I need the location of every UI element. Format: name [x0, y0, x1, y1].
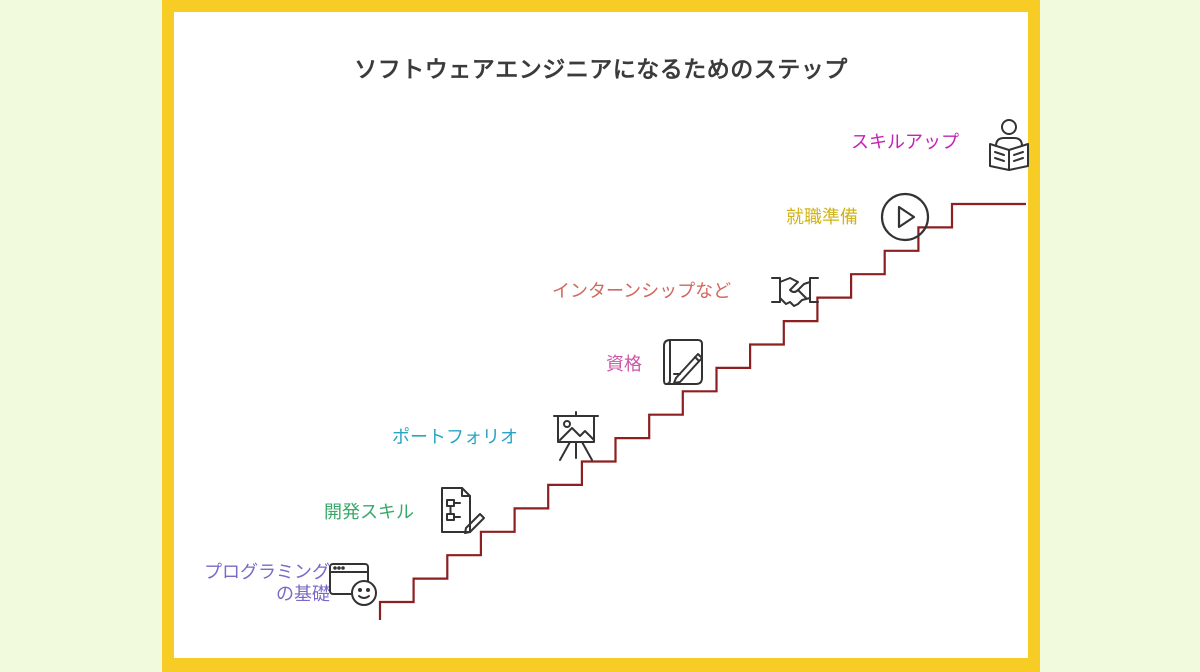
diagram-title: ソフトウェアエンジニアになるためのステップ	[354, 57, 848, 83]
step-label-development-skills: 開発スキル	[324, 502, 414, 523]
step-label-skill-up: スキルアップ	[851, 132, 959, 153]
play-circle-icon	[878, 190, 932, 244]
staircase	[378, 202, 1026, 620]
easel-presentation-icon	[550, 410, 604, 464]
staircase-line	[378, 202, 1026, 620]
step-label-job-prep: 就職準備	[786, 207, 858, 228]
handshake-icon	[768, 272, 822, 312]
certificate-pen-icon	[658, 334, 712, 390]
step-label-programming-basics: プログラミング の基礎	[182, 562, 330, 606]
yellow-frame: ソフトウェアエンジニアになるためのステップ プログラミング の基礎	[162, 0, 1040, 672]
step-label-certification: 資格	[606, 354, 642, 375]
step-label-line1: プログラミング	[204, 562, 330, 583]
browser-smiley-icon	[324, 561, 382, 609]
person-reading-book-icon	[986, 116, 1032, 172]
step-label-portfolio: ポートフォリオ	[392, 427, 518, 448]
step-label-internship: インターンシップなど	[552, 281, 732, 302]
step-label-line2: の基礎	[276, 584, 330, 605]
document-flowchart-pencil-icon	[438, 484, 488, 538]
diagram-canvas: ソフトウェアエンジニアになるためのステップ プログラミング の基礎	[174, 12, 1029, 658]
